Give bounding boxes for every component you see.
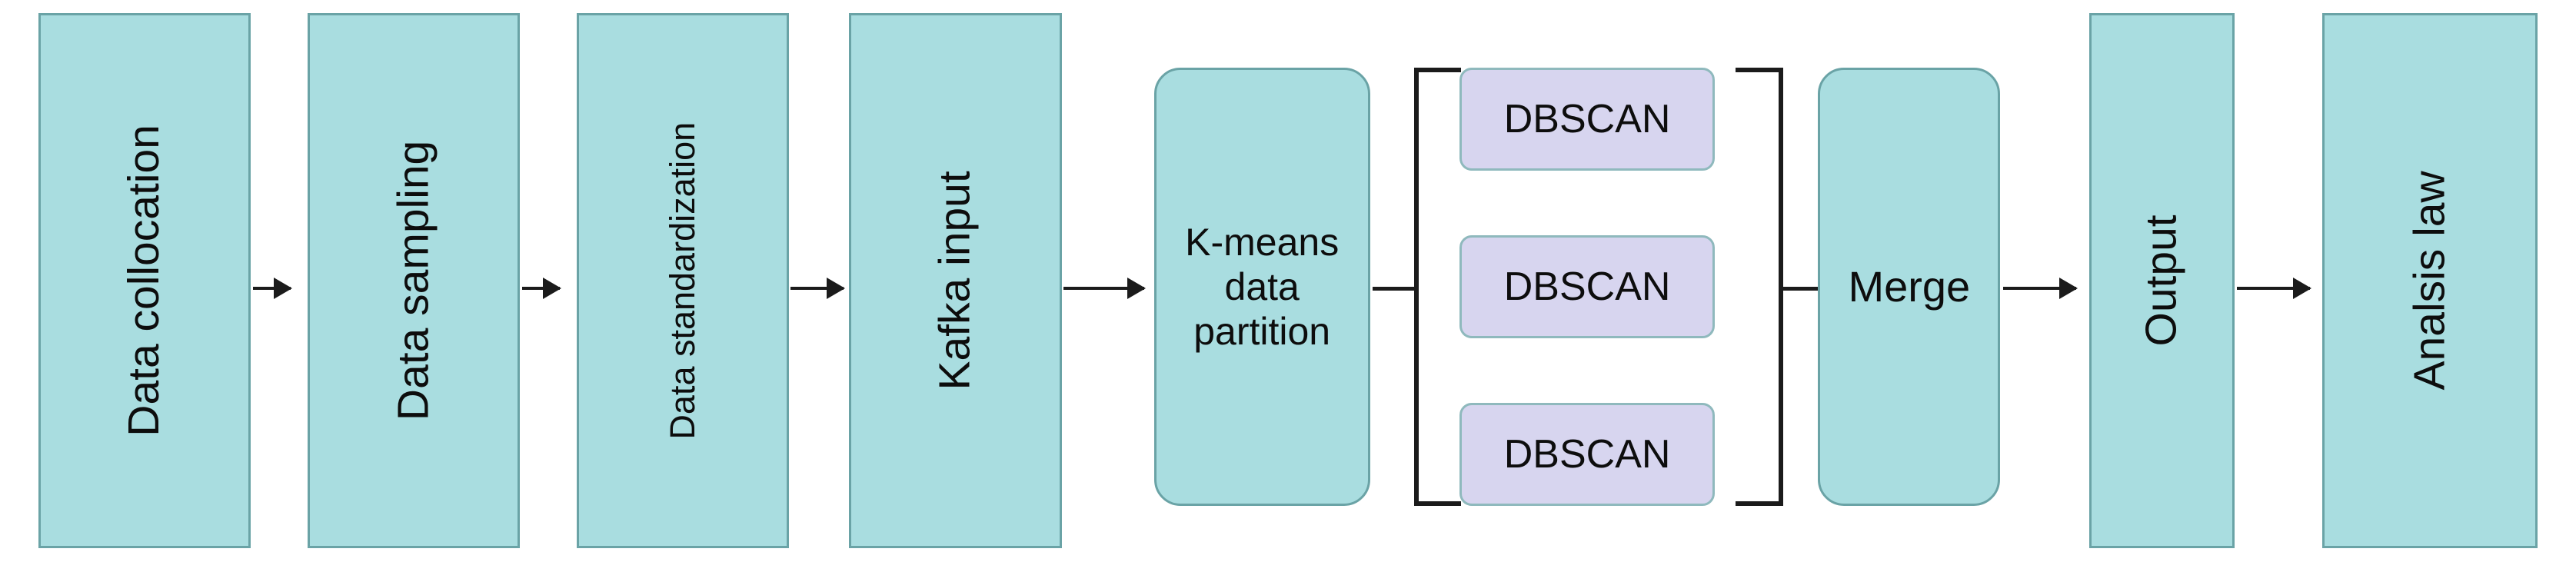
node-data-sampling[interactable]: Data sampling [307, 13, 521, 548]
bracket-close-stub [1779, 287, 1822, 291]
node-label-data-standardization: Data standardization [662, 121, 702, 440]
arrow-data-collocation-to-data-sampling [252, 287, 291, 290]
bracket-close [1736, 68, 1784, 506]
node-data-standardization[interactable]: Data standardization [576, 13, 790, 548]
arrow-merge-to-output [2003, 287, 2076, 290]
node-label-data-collocation: Data collocation [119, 125, 169, 437]
worker-dbscan-1[interactable]: DBSCAN [1459, 68, 1716, 171]
node-kmeans-data-partition[interactable]: K-means data partition [1153, 68, 1370, 506]
node-label-output: Output [2136, 215, 2186, 347]
node-output[interactable]: Output [2088, 13, 2235, 548]
arrow-output-to-analsis-law [2236, 287, 2310, 290]
node-label-analsis-law: Analsis law [2405, 171, 2455, 391]
node-analsis-law[interactable]: Analsis law [2322, 13, 2538, 548]
worker-label-dbscan-1: DBSCAN [1503, 96, 1671, 141]
arrow-data-sampling-to-data-standardization [521, 287, 561, 290]
node-label-kmeans-data-partition: K-means data partition [1185, 221, 1340, 353]
node-merge[interactable]: Merge [1818, 68, 2001, 506]
node-data-collocation[interactable]: Data collocation [38, 13, 251, 548]
node-label-merge: Merge [1848, 261, 1971, 311]
node-kafka-input[interactable]: Kafka input [849, 13, 1062, 548]
arrow-data-standardization-to-kafka-input [790, 287, 844, 290]
worker-label-dbscan-3: DBSCAN [1503, 431, 1671, 477]
bracket-open-stub [1373, 287, 1416, 291]
worker-label-dbscan-2: DBSCAN [1503, 264, 1671, 309]
arrow-kafka-input-to-kmeans [1063, 287, 1144, 290]
dbscan-worker-group: DBSCAN DBSCAN DBSCAN [1459, 68, 1716, 506]
worker-dbscan-2[interactable]: DBSCAN [1459, 235, 1716, 338]
bracket-open [1413, 68, 1462, 506]
node-label-data-sampling: Data sampling [388, 140, 438, 421]
worker-dbscan-3[interactable]: DBSCAN [1459, 403, 1716, 506]
node-label-kafka-input: Kafka input [930, 171, 980, 391]
